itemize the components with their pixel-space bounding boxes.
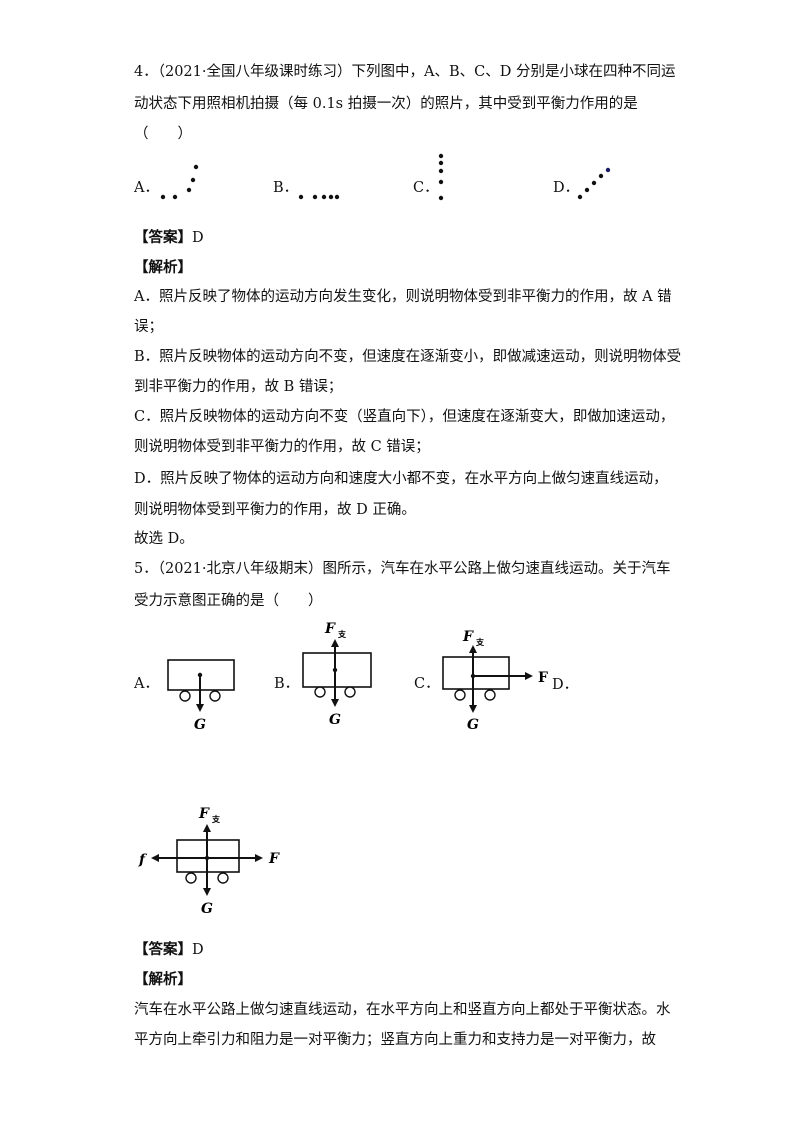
- q4-analysis-line: C．照片反映物体的运动方向不变（竖直向下），但速度在逐渐变大，即做加速运动，: [134, 409, 675, 425]
- q4-stem-line1: 4．（2021·全国八年级课时练习）下列图中，A、B、C、D 分别是小球在四种不…: [134, 64, 676, 80]
- q4-option-d-label: D．: [553, 180, 580, 196]
- q4-stem-line3: （ ）: [134, 126, 192, 142]
- support-force-subscript: 支: [211, 814, 221, 824]
- q4-b-dot: [312, 194, 318, 200]
- car-wheel: [314, 686, 326, 698]
- q4-analysis-line: 故选 D。: [134, 531, 194, 547]
- q4-c-dot: [438, 160, 444, 166]
- q4-d-dot: [591, 180, 597, 186]
- q4-option-c-figure: [438, 153, 444, 201]
- q5-option-a-label: A．: [134, 676, 159, 692]
- q5-analysis-line: 平方向上牵引力和阻力是一对平衡力；竖直方向上重力和支持力是一对平衡力，故: [134, 1032, 656, 1048]
- support-force-subscript: 支: [337, 629, 347, 639]
- q5-option-d-figure: F 支 G F f: [138, 806, 280, 917]
- q5-answer: 【答案】D: [134, 940, 204, 960]
- q4-b-dot: [321, 194, 327, 200]
- q4-d-dot: [598, 173, 604, 179]
- gravity-label: G: [201, 901, 213, 917]
- q4-answer-label: 【答案】: [134, 229, 192, 246]
- q4-c-dot: [438, 179, 444, 185]
- q4-c-dot: [438, 153, 444, 159]
- q4-d-dot: [605, 167, 611, 173]
- q4-answer-value: D: [192, 230, 204, 246]
- q5-option-b-label: B．: [274, 676, 300, 692]
- car-wheel: [185, 872, 197, 884]
- q4-analysis-line: 到非平衡力的作用，故 B 错误；: [134, 379, 343, 395]
- q5-stem-line2: 受力示意图正确的是（ ）: [134, 593, 323, 609]
- q4-b-dot: [334, 194, 340, 200]
- q4-d-dot: [584, 187, 590, 193]
- car-wheel: [217, 872, 229, 884]
- q5-option-b-figure: F 支 G: [302, 621, 372, 728]
- car-wheel: [344, 686, 356, 698]
- q4-a-dot: [190, 177, 196, 183]
- q5-option-d-label: D．: [552, 677, 579, 693]
- q4-a-dot: [186, 187, 192, 193]
- q4-analysis-line: 误；: [134, 319, 163, 335]
- q4-d-dot: [577, 194, 583, 200]
- friction-force-label: f: [138, 852, 148, 868]
- q5-answer-value: D: [192, 942, 204, 958]
- q4-option-c-label: C．: [413, 180, 439, 196]
- q4-analysis-line: D．照片反映了物体的运动方向和速度大小都不变，在水平方向上做匀速直线运动，: [134, 471, 668, 487]
- gravity-label: G: [467, 717, 479, 730]
- q4-a-dot: [172, 194, 178, 200]
- q5-analysis-label: 【解析】: [134, 971, 192, 988]
- q4-c-dot: [438, 195, 444, 201]
- support-force-subscript: 支: [475, 637, 485, 647]
- q5-option-c-figure: F 支 G F: [442, 629, 548, 730]
- q4-b-dot: [328, 194, 334, 200]
- q4-option-d-figure: [577, 167, 611, 200]
- q4-analysis-line: B．照片反映物体的运动方向不变，但速度在逐渐变小，即做减速运动，则说明物体受: [134, 349, 682, 365]
- car-body: [302, 652, 372, 688]
- q4-option-a-label: A．: [134, 180, 159, 196]
- q5-answer-label: 【答案】: [134, 941, 192, 958]
- car-body: [442, 656, 510, 690]
- car-wheel: [454, 689, 466, 701]
- q4-a-dot: [160, 194, 166, 200]
- q4-analysis-line: 则说明物体受到非平衡力的作用，故 C 错误；: [134, 439, 430, 455]
- q4-analysis-line: A．照片反映了物体的运动方向发生变化，则说明物体受到非平衡力的作用，故 A 错: [134, 289, 672, 305]
- q4-answer: 【答案】D: [134, 228, 204, 248]
- traction-force-label: F: [268, 851, 280, 867]
- q5-option-a-figure: G: [167, 659, 235, 733]
- q4-analysis-label: 【解析】: [134, 259, 192, 276]
- car-wheel: [209, 690, 221, 702]
- q4-c-dot: [438, 168, 444, 174]
- car-wheel: [179, 690, 191, 702]
- traction-force-label: F: [538, 670, 548, 686]
- q4-a-dot: [193, 164, 199, 170]
- q4-option-b-figure: [298, 194, 340, 200]
- car-wheel: [484, 689, 496, 701]
- q5-analysis-line: 汽车在水平公路上做匀速直线运动，在水平方向上和竖直方向上都处于平衡状态。水: [134, 1002, 671, 1018]
- gravity-label: G: [194, 717, 206, 733]
- q4-option-b-label: B．: [273, 180, 299, 196]
- support-force-label: F: [198, 806, 210, 822]
- gravity-label: G: [329, 712, 341, 728]
- support-force-label: F: [462, 629, 474, 645]
- q5-option-c-label: C．: [414, 676, 440, 692]
- q4-stem-line2: 动状态下用照相机拍摄（每 0.1s 拍摄一次）的照片，其中受到平衡力作用的是: [134, 96, 638, 112]
- q4-option-a-figure: [160, 164, 199, 200]
- q4-b-dot: [298, 194, 304, 200]
- q4-analysis-line: 则说明物体受到平衡力的作用，故 D 正确。: [134, 502, 416, 518]
- q5-stem-line1: 5．（2021·北京八年级期末）图所示，汽车在水平公路上做匀速直线运动。关于汽车: [134, 561, 671, 577]
- support-force-label: F: [324, 621, 336, 637]
